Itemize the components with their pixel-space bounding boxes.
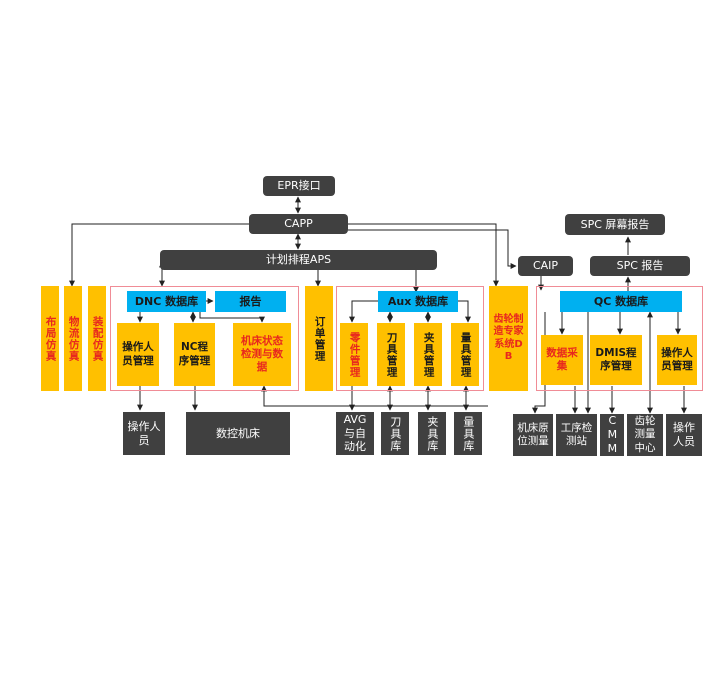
fixture-store-node[interactable]: 夹具库: [418, 412, 446, 455]
qc-group-frame: [536, 286, 703, 391]
tool-management-node[interactable]: 刀具管理: [377, 323, 405, 386]
machine-status-monitoring-node[interactable]: 机床状态检测与数据: [233, 323, 291, 386]
parts-management-node[interactable]: 零件管理: [340, 323, 368, 386]
tool-store-node[interactable]: 刀具库: [381, 412, 409, 455]
data-collection-node[interactable]: 数据采集: [541, 335, 583, 385]
cmm-node[interactable]: CMM: [600, 414, 624, 456]
process-inspection-station-node[interactable]: 工序检测站: [556, 414, 597, 456]
dnc-operator-management-node[interactable]: 操作人员管理: [117, 323, 159, 386]
aux-group-frame: [336, 286, 484, 391]
fixture-management-node[interactable]: 夹具管理: [414, 323, 442, 386]
aps-node[interactable]: 计划排程APS: [160, 250, 437, 270]
qc-database-node[interactable]: QC 数据库: [560, 291, 682, 312]
caip-node[interactable]: CAIP: [518, 256, 573, 276]
dnc-database-node[interactable]: DNC 数据库: [127, 291, 206, 312]
spc-report-node[interactable]: SPC 报告: [590, 256, 690, 276]
logistics-simulation-node[interactable]: 物流仿真: [64, 286, 82, 391]
agv-automation-node[interactable]: AVG与自动化: [336, 412, 374, 455]
dnc-group-frame: [110, 286, 299, 391]
gauge-store-node[interactable]: 量具库: [454, 412, 482, 455]
capp-node[interactable]: CAPP: [249, 214, 348, 234]
cnc-machine-node[interactable]: 数控机床: [186, 412, 290, 455]
order-management-node[interactable]: 订单管理: [305, 286, 333, 391]
gauge-management-node[interactable]: 量具管理: [451, 323, 479, 386]
spc-screen-report-node[interactable]: SPC 屏幕报告: [565, 214, 665, 235]
aux-database-node[interactable]: Aux 数据库: [378, 291, 458, 312]
assembly-simulation-node[interactable]: 装配仿真: [88, 286, 106, 391]
epr-interface-node[interactable]: EPR接口: [263, 176, 335, 196]
nc-program-management-node[interactable]: NC程序管理: [174, 323, 215, 386]
report-node[interactable]: 报告: [215, 291, 286, 312]
gear-measurement-center-node[interactable]: 齿轮测量中心: [627, 414, 663, 456]
gear-expert-system-db-node[interactable]: 齿轮制造专家系统DB: [489, 286, 528, 391]
dmis-program-management-node[interactable]: DMIS程序管理: [590, 335, 642, 385]
dnc-operators-node[interactable]: 操作人员: [123, 412, 165, 455]
machine-inplace-measurement-node[interactable]: 机床原位测量: [513, 414, 553, 456]
qc-operators-node[interactable]: 操作人员: [666, 414, 702, 456]
qc-operator-management-node[interactable]: 操作人员管理: [657, 335, 697, 385]
layout-simulation-node[interactable]: 布局仿真: [41, 286, 59, 391]
